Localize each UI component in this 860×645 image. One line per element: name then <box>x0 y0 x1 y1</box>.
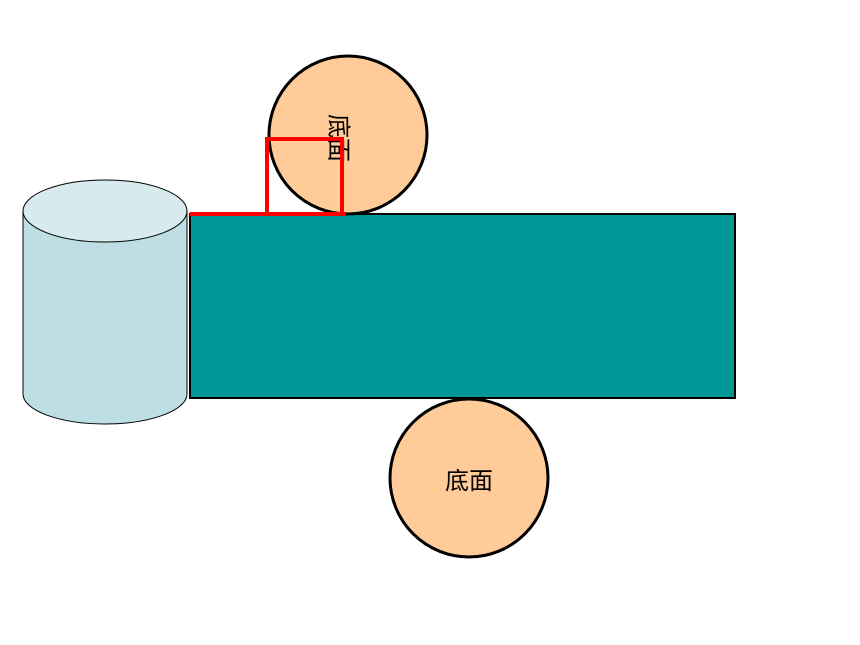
red-square <box>265 137 344 216</box>
top-base-circle-group: 底面 <box>267 54 429 216</box>
lateral-surface-rectangle <box>189 213 736 399</box>
bottom-base-label: 底面 <box>445 467 493 495</box>
cylinder-3d <box>22 179 188 425</box>
red-highlight <box>190 137 346 216</box>
bottom-base-circle-group: 底面 <box>388 397 550 559</box>
top-base-circle <box>267 54 429 216</box>
cylinder-top-ellipse <box>22 179 188 243</box>
bottom-base-circle <box>388 397 550 559</box>
cylinder-body <box>22 211 188 425</box>
